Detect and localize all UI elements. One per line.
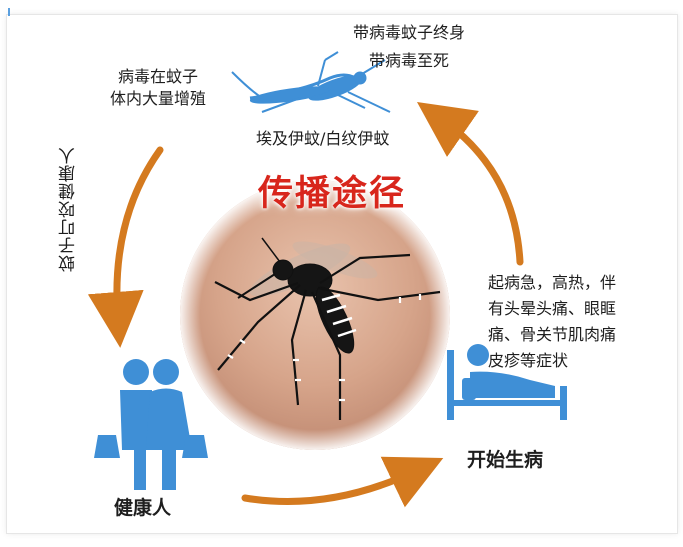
mosquito-photo-icon [214,237,441,420]
symptoms-line4: 皮疹等症状 [488,351,569,370]
fall-ill-label: 开始生病 [467,449,544,471]
virus-multiply-line1: 病毒在蚊子 [117,67,198,86]
mosquito-note-line2: 带病毒至死 [369,51,450,70]
corner-accent [8,8,10,16]
arrow-right [416,102,524,266]
bite-label: 蚊子叮咬健康人 [59,146,79,272]
arrow-bottom [241,456,444,508]
virus-multiply-line2: 体内大量增殖 [109,89,206,108]
symptoms-line2: 有头晕头痛、眼眶 [488,299,617,318]
healthy-person-label: 健康人 [114,497,172,519]
mosquito-note-line1: 带病毒蚊子终身 [353,23,466,42]
symptoms-line1: 起病急，高热，伴 [488,273,617,292]
mosquito-icon [231,51,391,113]
sick-bed-icon [447,344,567,420]
healthy-people-icon [94,359,208,490]
diagram-title: 传播途径 [257,174,406,214]
cycle-arrows [87,102,524,508]
arrow-top-left [87,146,164,348]
skin-circle [180,180,450,450]
symptoms-line3: 痛、骨关节肌肉痛 [488,325,617,344]
mosquito-species-label: 埃及伊蚊/白纹伊蚊 [256,129,390,148]
